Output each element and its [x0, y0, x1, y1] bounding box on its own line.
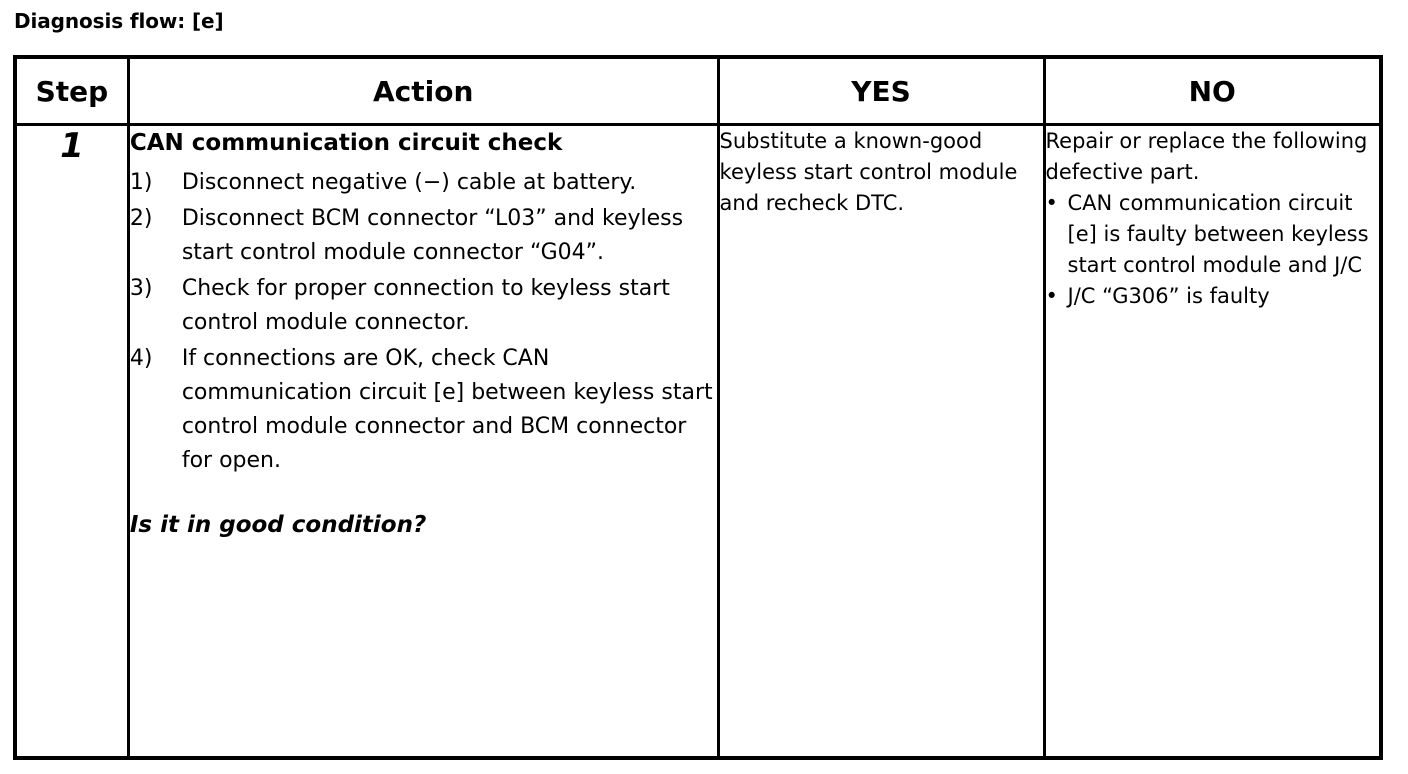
page-title: Diagnosis flow: [e]	[14, 9, 224, 33]
action-step-item: 4) If connections are OK, check CAN comm…	[130, 342, 717, 478]
table-row: 1 CAN communication circuit check 1) Dis…	[13, 123, 1383, 760]
action-step-text: If connections are OK, check CAN communi…	[181, 346, 713, 473]
no-bullet-text: J/C “G306” is faulty	[1067, 284, 1270, 308]
no-bullet-text: CAN communication circuit [e] is faulty …	[1067, 191, 1369, 277]
action-step-marker: 2)	[129, 206, 153, 231]
action-step-marker: 4)	[129, 346, 153, 371]
action-cell: CAN communication circuit check 1) Disco…	[126, 123, 720, 760]
table-header-row: Step Action YES NO	[13, 55, 1383, 126]
yes-result-text: Substitute a known-good keyless start co…	[719, 129, 1018, 215]
action-step-text: Check for proper connection to keyless s…	[181, 276, 670, 335]
diagnosis-flow-table: Step Action YES NO 1 CAN communication c…	[13, 55, 1383, 760]
column-header-yes: YES	[716, 55, 1046, 126]
action-question: Is it in good condition?	[129, 512, 427, 538]
action-heading: CAN communication circuit check	[129, 130, 563, 156]
action-step-item: 1) Disconnect negative (−) cable at batt…	[130, 166, 717, 200]
no-result-text: Repair or replace the following defectiv…	[1045, 129, 1368, 184]
action-step-item: 2) Disconnect BCM connector “L03” and ke…	[130, 202, 717, 270]
column-header-step: Step	[13, 55, 130, 126]
action-step-text: Disconnect BCM connector “L03” and keyle…	[181, 206, 684, 265]
yes-cell: Substitute a known-good keyless start co…	[716, 123, 1046, 760]
action-step-item: 3) Check for proper connection to keyles…	[130, 272, 717, 340]
column-header-no: NO	[1042, 55, 1383, 126]
action-step-list: 1) Disconnect negative (−) cable at batt…	[130, 166, 717, 478]
bullet-icon: •	[1045, 284, 1058, 308]
action-step-text: Disconnect negative (−) cable at battery…	[181, 170, 637, 195]
no-cell: Repair or replace the following defectiv…	[1042, 123, 1383, 760]
action-step-marker: 3)	[129, 276, 153, 301]
no-bullet-list: • CAN communication circuit [e] is fault…	[1046, 188, 1380, 312]
no-bullet-item: • J/C “G306” is faulty	[1046, 281, 1380, 312]
action-step-marker: 1)	[129, 170, 153, 195]
column-header-action: Action	[126, 55, 720, 126]
no-bullet-item: • CAN communication circuit [e] is fault…	[1046, 188, 1380, 281]
step-number: 1	[60, 126, 84, 166]
bullet-icon: •	[1045, 191, 1058, 215]
step-cell: 1	[13, 123, 130, 760]
